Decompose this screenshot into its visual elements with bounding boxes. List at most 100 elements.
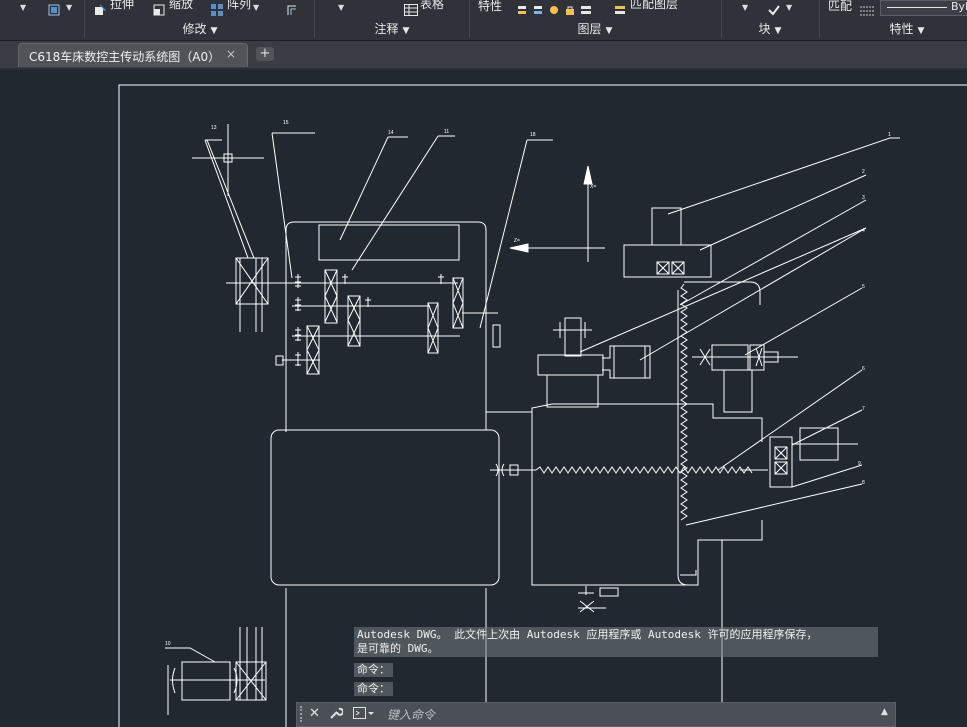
separator <box>314 0 315 38</box>
file-tab-bar: C618车床数控主传动系统图（A0） × + <box>0 41 967 70</box>
block-dropdown[interactable]: ▼ <box>742 2 749 12</box>
close-icon[interactable]: × <box>226 47 237 61</box>
close-icon[interactable]: ✕ <box>309 706 320 721</box>
offset-button[interactable] <box>286 0 302 15</box>
axis-z-label: Z= <box>514 238 520 244</box>
scale-label: 缩放 <box>169 0 194 11</box>
chevron-down-icon: ▼ <box>402 26 410 36</box>
block-edit-button[interactable]: ▼ <box>768 0 792 16</box>
scale-icon <box>153 1 165 16</box>
properties-panel-label[interactable]: 特性▼ <box>872 20 942 38</box>
gearbox-box <box>270 429 500 586</box>
vertical-leadscrew <box>680 283 688 521</box>
balloon-14: 14 <box>388 130 394 136</box>
separator <box>819 0 820 38</box>
history-prompt-2: 命令： <box>354 682 393 696</box>
balloon-1: 1 <box>888 132 891 138</box>
new-tab-button[interactable]: + <box>256 47 274 61</box>
block-panel-label[interactable]: 块▼ <box>735 20 805 38</box>
command-prompt-icon[interactable] <box>353 706 375 724</box>
move-icon <box>48 1 60 16</box>
wrench-icon[interactable] <box>329 706 344 724</box>
match-layer-icon <box>614 1 626 14</box>
balloon-10: 10 <box>165 641 171 647</box>
balloon-2: 2 <box>862 169 865 175</box>
modify-panel-label[interactable]: 修改▼ <box>150 20 250 38</box>
file-tab-title: C618车床数控主传动系统图（A0） <box>29 50 221 64</box>
feed-motor-right <box>769 427 858 488</box>
horizontal-leadscrew <box>535 466 753 474</box>
coupling <box>490 463 536 477</box>
chevron-down-icon: ▼ <box>774 26 782 36</box>
lineweight-icon <box>860 2 874 16</box>
headstock-outline <box>285 221 487 432</box>
balloon-7: 7 <box>862 406 865 412</box>
bearing-symbols <box>295 274 444 366</box>
chevron-down-icon: ▼ <box>917 26 925 36</box>
carriage-assembly <box>486 207 798 586</box>
command-history: Autodesk DWG。 此文件上次由 Autodesk 应用程序或 Auto… <box>354 627 878 696</box>
lineweight-select[interactable]: ByL <box>880 0 967 16</box>
table-icon <box>404 1 418 16</box>
scale-button[interactable]: 缩放 <box>153 0 194 16</box>
balloon-labels: 1 2 3 4 5 6 7 9 8 10 13 15 14 11 18 X= Z… <box>165 120 891 647</box>
balloon-11: 11 <box>444 129 449 135</box>
separator <box>84 0 85 38</box>
leader-lines-right <box>579 137 900 526</box>
balloon-4: 4 <box>862 228 865 234</box>
offset-icon <box>286 1 298 15</box>
match-properties-button[interactable]: 匹配 <box>828 0 853 16</box>
stretch-icon <box>94 1 107 15</box>
bottom-components <box>165 540 723 727</box>
ribbon: ▼ ▼ 拉伸 缩放 阵列▼ 修改▼ ▼ 表格 注释▼ 特性 匹配图层 图层▼ <box>0 0 967 41</box>
balloon-9: 9 <box>858 461 861 467</box>
stretch-button[interactable]: 拉伸 <box>94 0 135 15</box>
match-properties-label: 匹配 <box>828 0 853 13</box>
modify-panel-text: 修改 <box>182 22 207 36</box>
coordinate-axes <box>509 165 605 262</box>
table-button[interactable]: 表格 <box>404 0 445 16</box>
layers-panel-label[interactable]: 图层▼ <box>555 20 635 38</box>
headstock-top-block <box>318 224 460 261</box>
chevron-down-icon: ▼ <box>605 26 613 36</box>
drawing-canvas[interactable]: 1 2 3 4 5 6 7 9 8 10 13 15 14 11 18 X= Z… <box>0 70 967 727</box>
layer-properties-button[interactable]: 特性 <box>478 0 503 16</box>
drag-handle[interactable] <box>300 706 306 722</box>
layer-off-icon <box>532 1 544 14</box>
chevron-down-icon: ▼ <box>210 26 218 36</box>
axis-x-label: X= <box>590 184 596 190</box>
history-prompt-1: 命令： <box>354 663 393 677</box>
leader-lines-left <box>192 124 553 329</box>
ribbon-dropdown-left[interactable]: ▼ <box>20 2 27 12</box>
match-layer-button[interactable]: 匹配图层 <box>614 0 678 14</box>
sheet-border <box>118 84 967 727</box>
layer-properties-label: 特性 <box>478 0 503 13</box>
layer-isolate-icon <box>516 1 528 14</box>
balloon-18: 18 <box>530 132 536 138</box>
history-line-2: 是可靠的 DWG。 <box>357 642 439 655</box>
stretch-label: 拉伸 <box>110 0 135 11</box>
array-button[interactable]: 阵列▼ <box>211 0 259 16</box>
file-tab[interactable]: C618车床数控主传动系统图（A0） × <box>18 43 248 67</box>
layer-current-icon <box>580 1 592 14</box>
move-tool-button[interactable]: ▼ <box>48 0 72 16</box>
balloon-3: 3 <box>862 195 865 201</box>
layer-tools[interactable] <box>516 0 596 15</box>
balloon-8: 8 <box>862 480 865 486</box>
lineweight-sample <box>887 7 947 8</box>
balloon-5: 5 <box>862 284 865 290</box>
spindle-shafts <box>226 257 501 375</box>
match-layer-label: 匹配图层 <box>630 0 679 11</box>
table-label: 表格 <box>420 0 445 11</box>
properties-panel-text: 特性 <box>889 22 914 36</box>
expand-history-icon[interactable]: ▲ <box>881 707 888 717</box>
block-panel-text: 块 <box>758 22 771 36</box>
history-line-1: Autodesk DWG。 此文件上次由 Autodesk 应用程序或 Auto… <box>357 628 818 641</box>
command-input[interactable] <box>385 705 869 725</box>
annotation-panel-text: 注释 <box>374 22 399 36</box>
separator <box>469 0 470 38</box>
annotation-dropdown[interactable]: ▼ <box>338 2 345 12</box>
annotation-panel-label[interactable]: 注释▼ <box>352 20 432 38</box>
cad-drawing[interactable]: 1 2 3 4 5 6 7 9 8 10 13 15 14 11 18 X= Z… <box>0 70 967 727</box>
command-line-bar: ✕ ▲ <box>296 702 896 727</box>
